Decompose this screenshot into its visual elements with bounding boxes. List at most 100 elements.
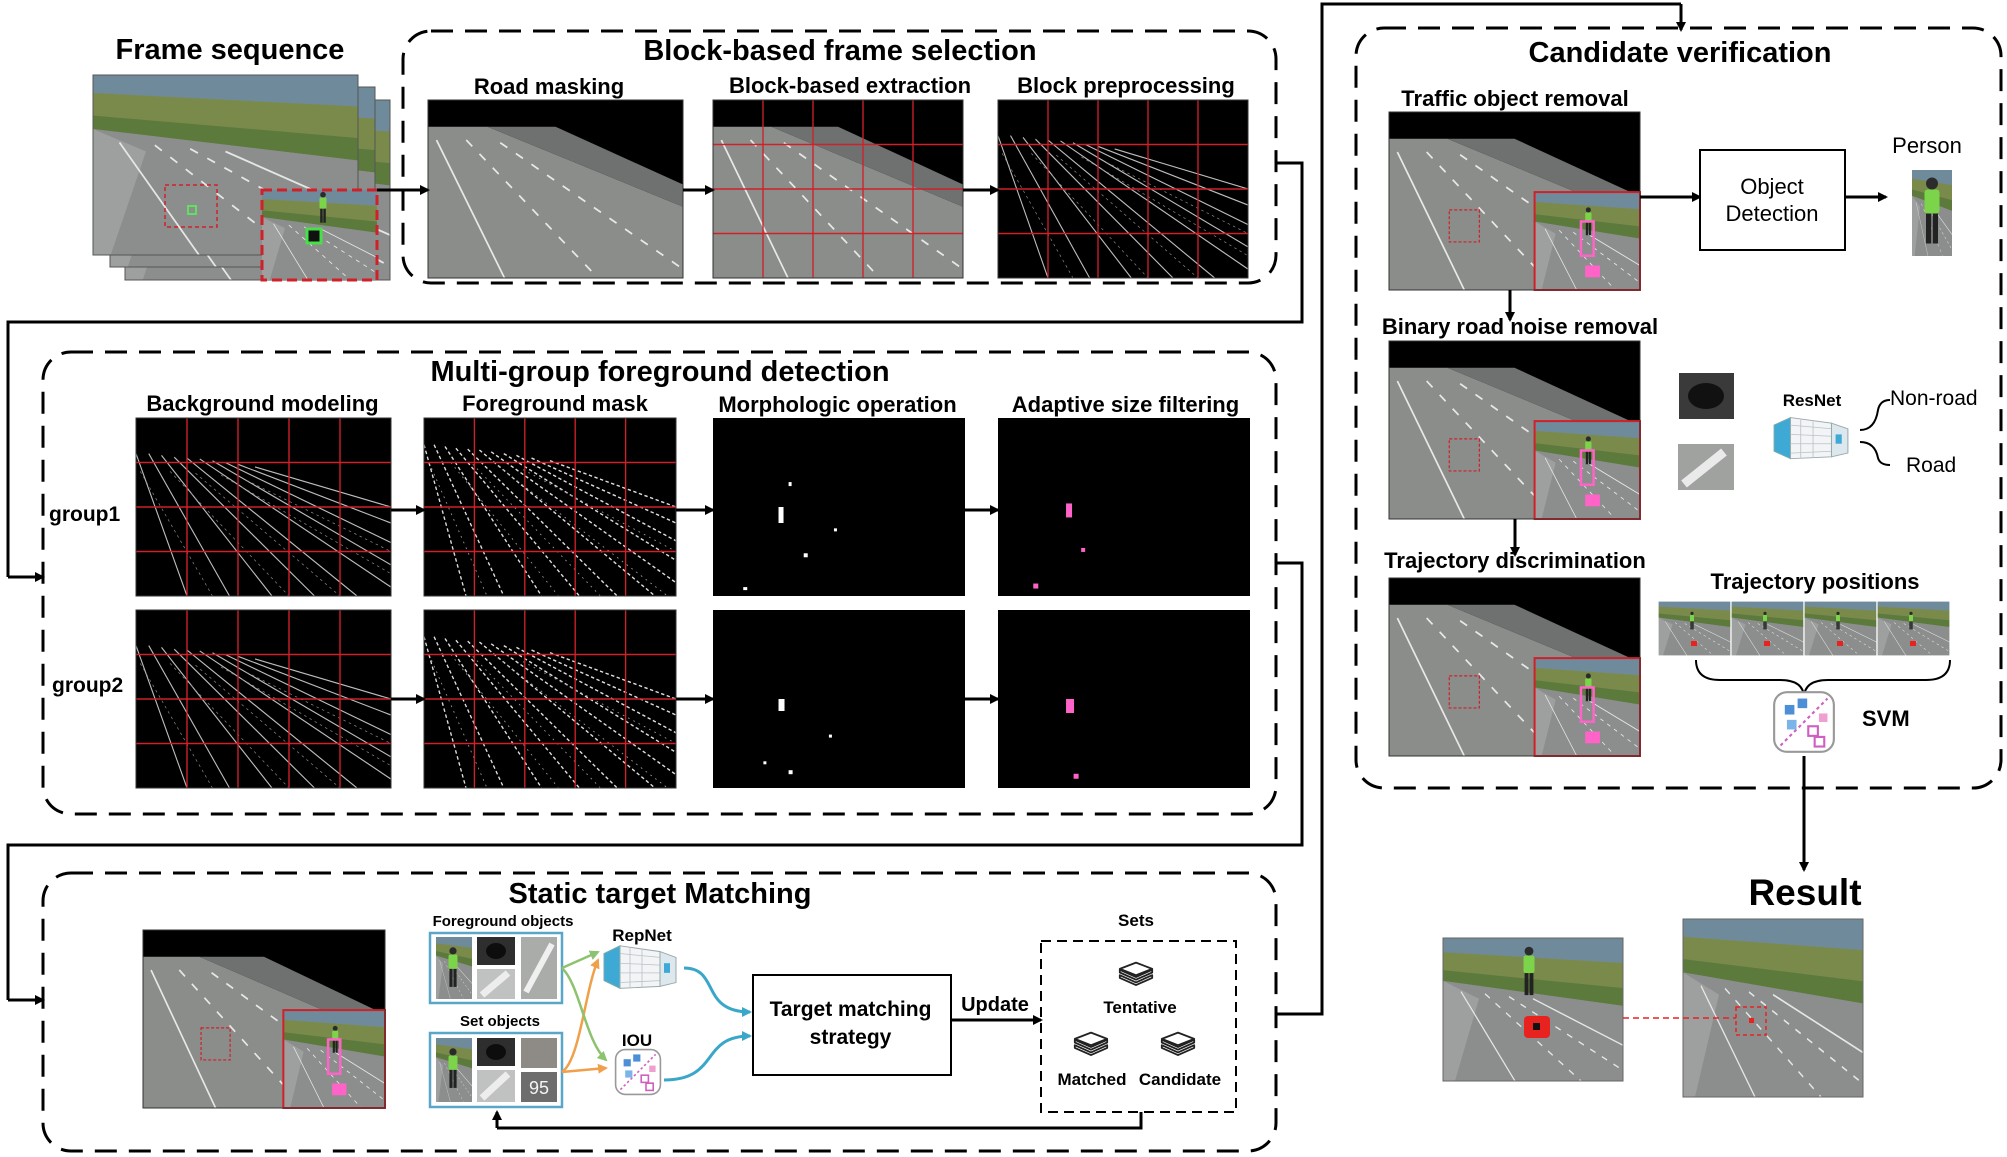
group1-morphologic: [713, 418, 965, 596]
road-masking-image: [427, 99, 684, 279]
frame-zoom-frame: [260, 188, 379, 282]
arrow-repnet-to-strategy: [683, 966, 752, 1017]
block-selection-box: [401, 29, 1278, 285]
set-objects-panel: 95: [428, 1031, 564, 1109]
foreground-mask-label: Foreground mask: [462, 391, 648, 416]
trajectory-marker-2: [1764, 641, 1770, 646]
arrow-fg-to-iou: [561, 967, 608, 1062]
frame-sequence-stack: [92, 74, 391, 282]
group1-morphologic-blob-2: [803, 553, 808, 558]
frame-border-1: [92, 74, 359, 256]
group2-adaptive-filter-background: [998, 610, 1250, 788]
traffic-removal-image-detect-box: [1579, 220, 1595, 257]
group2-adaptive-filter-blob-0: [1066, 699, 1075, 713]
group1-adaptive-filter-blob-0: [1066, 503, 1073, 518]
verification-title: Candidate verification: [1528, 37, 1832, 69]
repnet-icon: [603, 945, 677, 989]
verification-box: [1354, 26, 2003, 790]
group1-morphologic-blob-0: [778, 507, 784, 523]
group2-foreground-mask: [423, 609, 677, 789]
update-label: Update: [961, 994, 1029, 1016]
result-full-border: [1682, 918, 1864, 1098]
trajectory-marker-3: [1837, 641, 1843, 646]
background-modeling-label: Background modeling: [146, 391, 379, 416]
noise-removal-image-zoom-source: [1448, 438, 1480, 472]
repnet-label: RepNet: [612, 926, 672, 945]
block-preprocessing-image: [997, 99, 1249, 279]
connector-foreground-to-matching: [6, 561, 1304, 1000]
matched-layers-icon: [1073, 1031, 1109, 1057]
road-masking-image-scene: [428, 100, 683, 278]
candidate-layers-icon: [1160, 1031, 1196, 1057]
trajectory-brace-left: [1695, 659, 1805, 699]
set-object-scene: [521, 1038, 557, 1068]
group1-background-model-border: [135, 417, 392, 597]
traffic-removal-label: Traffic object removal: [1401, 86, 1629, 111]
matching-input-image-zoom-source: [200, 1027, 231, 1061]
matching-input-image-detect-box: [326, 1038, 342, 1075]
trajectory-image-detect-box: [1579, 686, 1595, 723]
trajectory-frame-3: [1804, 601, 1877, 656]
group1-label: group1: [49, 503, 121, 526]
trajectory-frame-border-4: [1876, 600, 1951, 657]
foreground-box: [41, 350, 1278, 816]
trajectory-image-detect-mark: [1585, 731, 1600, 744]
morphologic-label: Morphologic operation: [718, 392, 957, 417]
trajectory-brace-right: [1803, 659, 1951, 699]
trajectory-marker-4: [1910, 641, 1916, 646]
non-road-label: Non-road: [1890, 387, 1978, 410]
arrow-fg-to-repnet: [561, 950, 600, 970]
group1-morphologic-blob-1: [788, 482, 792, 487]
foreground-objects-panel: [428, 931, 564, 1005]
group1-morphologic-blob-3: [743, 587, 748, 591]
trajectory-positions-strip: [1657, 600, 1951, 657]
set-tentative-label: Tentative: [1103, 998, 1177, 1017]
group2-adaptive-filter: [998, 610, 1250, 788]
frame-small-target: [187, 205, 197, 215]
svm-icon: [1773, 691, 1835, 753]
result-full-marker: [1749, 1018, 1754, 1023]
arrow-set-to-iou: [561, 1063, 608, 1074]
sets-box: [1040, 940, 1237, 1113]
trajectory-frame-4: [1877, 601, 1950, 656]
object-detection-box: [1699, 149, 1846, 251]
group2-label: group2: [52, 674, 124, 697]
trajectory-positions-label: Trajectory positions: [1710, 569, 1920, 594]
road-masking-label: Road masking: [473, 74, 625, 99]
group2-morphologic-blob-1: [763, 761, 767, 765]
trajectory-image-border: [1388, 577, 1641, 757]
object-detection-label-2: Detection: [1725, 201, 1819, 226]
strategy-label-1: Target matching: [769, 998, 932, 1021]
trajectory-image-zoom-source: [1448, 675, 1480, 709]
set-object-dark-blob: [486, 1044, 506, 1060]
resnet-icon: [1773, 417, 1849, 460]
result-full-scene: [1683, 919, 1863, 1097]
group1-background-model: [135, 417, 392, 597]
strategy-box: [752, 974, 952, 1076]
traffic-removal-image-zoom-source: [1448, 209, 1480, 243]
trajectory-marker-1: [1691, 641, 1697, 646]
noise-removal-image-detect-mark: [1585, 494, 1600, 507]
group2-adaptive-filter-blob-1: [1073, 773, 1079, 779]
set-object-plate: [521, 1072, 557, 1102]
traffic-removal-image: [1388, 111, 1641, 292]
trajectory-image: [1388, 577, 1641, 757]
strategy-label-2: strategy: [809, 1026, 892, 1049]
group1-adaptive-filter-blob-2: [1033, 583, 1039, 589]
traffic-removal-image-detect-mark: [1585, 265, 1600, 278]
block-preprocessing-label: Block preprocessing: [1017, 73, 1235, 98]
svm-label: SVM: [1862, 706, 1910, 731]
arrow-set-to-repnet: [561, 958, 600, 1074]
noise-removal-image: [1388, 340, 1641, 521]
group2-morphologic-background: [713, 610, 965, 788]
foreground-title: Multi-group foreground detection: [430, 356, 890, 388]
noise-removal-label: Binary road noise removal: [1381, 314, 1659, 339]
adaptive-filter-label: Adaptive size filtering: [1011, 392, 1240, 417]
trajectory-frame-2: [1731, 601, 1804, 656]
object-detection-label-1: Object: [1740, 174, 1804, 199]
group2-morphologic: [713, 610, 965, 788]
group2-morphologic-blob-2: [788, 770, 793, 775]
connector-selection-to-foreground: [6, 161, 1304, 577]
fg-object-stripe-line: [523, 942, 555, 994]
result-full-roi: [1735, 1006, 1767, 1036]
